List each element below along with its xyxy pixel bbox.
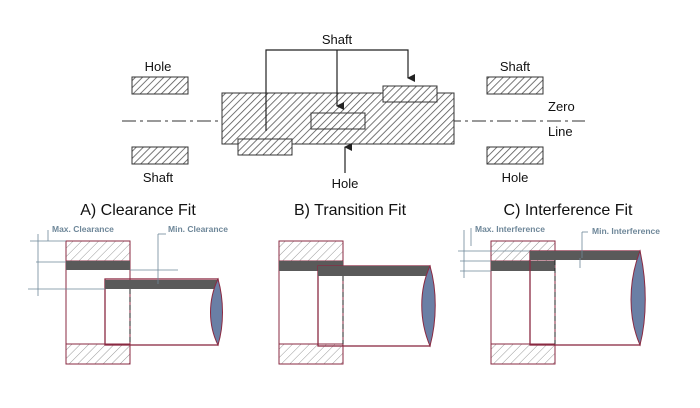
clearance-fit-title: A) Clearance Fit <box>80 202 196 219</box>
interference-fit-title: C) Interference Fit <box>504 202 633 219</box>
shaft-end-tip <box>630 249 646 347</box>
shaft-zone-mid <box>310 112 366 130</box>
right-shaft-block <box>486 76 544 95</box>
hole-bottom-label: Hole <box>332 176 359 191</box>
hole-hatch-bottom <box>65 343 131 365</box>
hole-band <box>491 261 555 271</box>
hole-hatch-bottom <box>490 343 556 365</box>
right-hole-block <box>486 146 544 165</box>
shaft-zone-high <box>382 85 438 103</box>
max-clearance-label: Max. Clearance <box>52 224 114 234</box>
shaft-end-tip <box>421 264 436 348</box>
hole-band <box>66 261 130 270</box>
shaft-end-tip <box>210 277 223 347</box>
shaft-label-c: Shaft <box>574 330 595 340</box>
clearance-dimensions <box>28 230 178 296</box>
zero-label: Zero <box>548 99 575 114</box>
tolerance-zone-diagram: Shaft Hole Shaft Shaft Hole Zero Line Ho… <box>122 32 585 191</box>
hole-hatch-bottom <box>278 343 344 365</box>
shaft-left-label: Shaft <box>143 170 174 185</box>
shaft-top-label: Shaft <box>322 32 353 47</box>
hole-band <box>279 261 343 271</box>
transition-fit-title: B) Transition Fit <box>294 202 407 219</box>
max-interference-label: Max. Interference <box>475 224 545 234</box>
shaft-right-label: Shaft <box>500 59 531 74</box>
shaft-zone-low <box>237 138 293 156</box>
hole-right-label: Hole <box>502 170 529 185</box>
panel-clearance-fit: A) Clearance Fit Max. Clearance Min. Cle… <box>28 202 228 365</box>
shaft-band <box>530 251 640 260</box>
hole-label-c: Hole <box>501 330 520 340</box>
shaft-label-b: Shaft <box>363 330 384 340</box>
shaft-band <box>105 280 218 289</box>
min-clearance-label: Min. Clearance <box>168 224 228 234</box>
hole-left-label: Hole <box>145 59 172 74</box>
shaft-leaders <box>265 49 415 131</box>
hole-hatch-top <box>278 240 344 262</box>
panel-transition-fit: B) Transition Fit Hole Shaft <box>278 202 436 365</box>
hole-hatch-top <box>65 240 131 262</box>
interference-dimensions <box>458 228 588 278</box>
hole-label-b: Hole <box>289 330 308 340</box>
hole-label-a: Hole <box>76 330 95 340</box>
left-hole-block <box>131 76 189 95</box>
left-shaft-block <box>131 146 189 165</box>
min-interference-label: Min. Interference <box>592 226 660 236</box>
panel-interference-fit: C) Interference Fit Max. Interference Mi… <box>458 202 660 365</box>
shaft-band <box>318 266 430 276</box>
shaft-label-a: Shaft <box>150 330 171 340</box>
line-label: Line <box>548 124 573 139</box>
